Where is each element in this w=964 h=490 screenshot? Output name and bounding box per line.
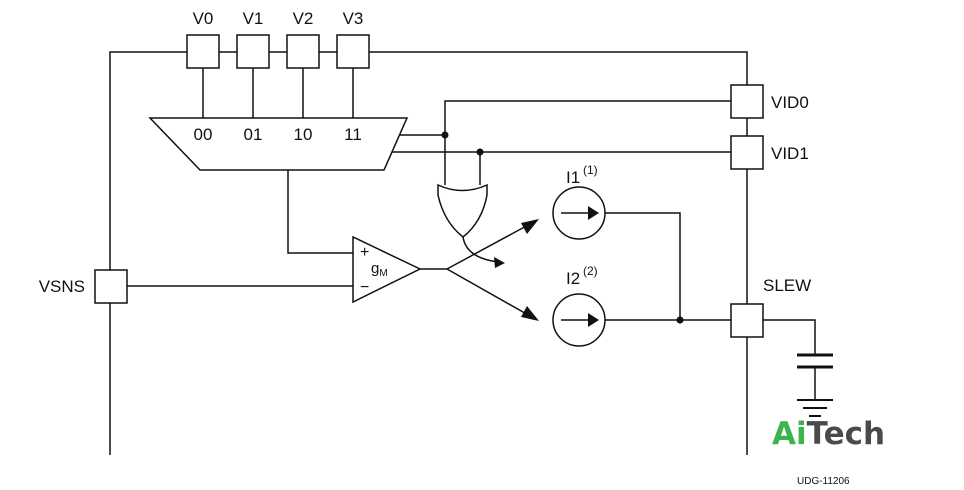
- gate-control-arrow: [462, 236, 499, 263]
- wire-mux-out: [287, 170, 353, 254]
- mux-input-11: 11: [344, 125, 362, 144]
- pin-box-v2: [286, 34, 320, 69]
- ic-boundary: [109, 51, 748, 455]
- pin-box-v1: [236, 34, 270, 69]
- label-v1: V1: [243, 9, 264, 28]
- label-vsns: VSNS: [39, 277, 85, 296]
- i2-arrow-icon: [588, 313, 599, 327]
- junction-vid1: [476, 148, 484, 156]
- mux-input-00: 00: [194, 125, 213, 144]
- gm-amplifier: [352, 235, 422, 304]
- switch-arm-down: [446, 268, 531, 317]
- label-i1: I1: [566, 168, 580, 187]
- label-i1-note: (1): [583, 163, 598, 177]
- switch-arm-up: [446, 223, 531, 270]
- arrowhead-i2: [521, 306, 539, 321]
- label-i2-note: (2): [583, 264, 598, 278]
- pin-box-vid0: [730, 84, 764, 119]
- wire-vid0: [396, 100, 731, 136]
- label-vid0: VID0: [771, 93, 809, 112]
- pin-box-v0: [186, 34, 220, 69]
- amp-minus-sign: −: [360, 279, 369, 296]
- mux-input-10: 10: [294, 125, 313, 144]
- pin-box-v3: [336, 34, 370, 69]
- label-v0: V0: [193, 9, 214, 28]
- amp-plus-sign: +: [360, 244, 369, 261]
- watermark-part-tech: Tech: [807, 416, 886, 452]
- label-v3: V3: [343, 9, 364, 28]
- amp-gain-label: gM: [371, 260, 388, 279]
- multiplexer: [148, 117, 409, 171]
- pin-box-slew: [730, 303, 764, 338]
- label-i2: I2: [566, 269, 580, 288]
- label-vid1: VID1: [771, 144, 809, 163]
- pin-box-vsns: [94, 269, 128, 304]
- pin-box-vid1: [730, 135, 764, 170]
- wire-i1-out: [605, 212, 681, 320]
- amp-gain-sub: M: [379, 268, 387, 279]
- or-gate: [437, 183, 488, 238]
- mux-input-01: 01: [244, 125, 263, 144]
- wire-slew-cap: [763, 319, 816, 355]
- figure-id: UDG-11206: [797, 476, 850, 487]
- amp-gain-main: g: [371, 260, 379, 277]
- label-v2: V2: [293, 9, 314, 28]
- watermark-logo: AiTech: [772, 416, 885, 452]
- junction-vid0: [441, 131, 449, 139]
- arrowhead-i1: [521, 219, 539, 234]
- label-slew: SLEW: [763, 276, 811, 295]
- junction-slew: [676, 316, 684, 324]
- i1-arrow-icon: [588, 206, 599, 220]
- watermark-part-ai: Ai: [772, 416, 807, 452]
- arrowhead-gate-control: [494, 257, 505, 268]
